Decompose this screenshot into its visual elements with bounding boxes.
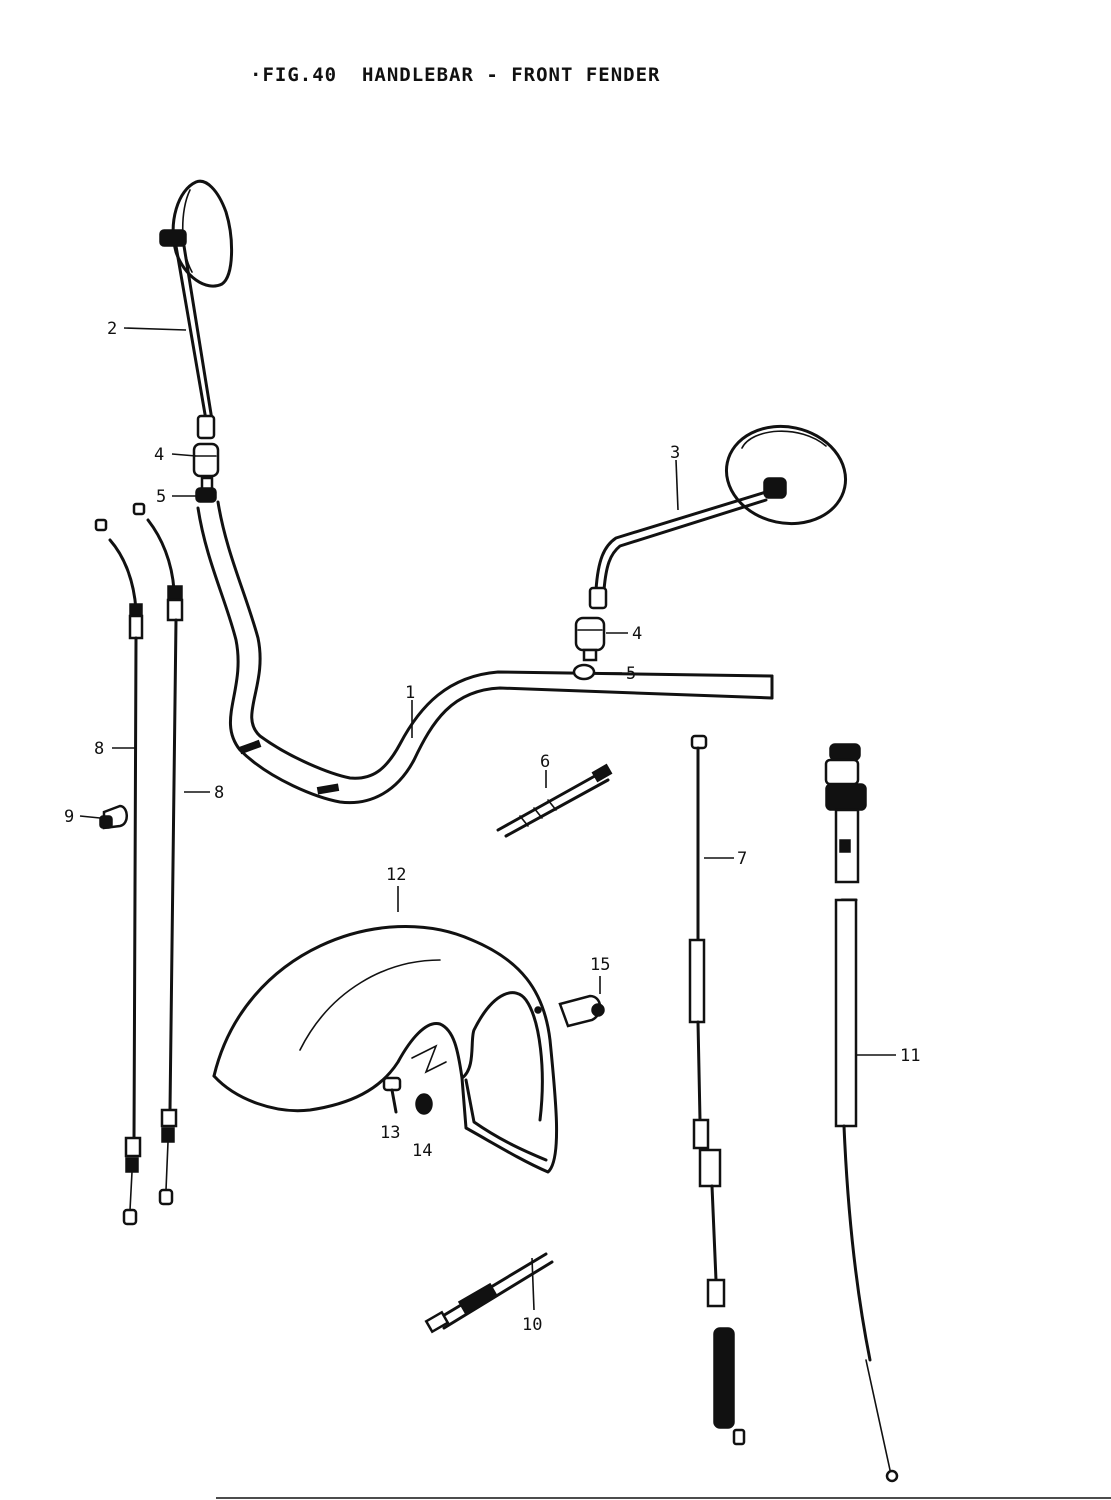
left-mirror-nut xyxy=(195,487,217,503)
callout-8-right: 8 xyxy=(214,783,224,803)
callout-13: 13 xyxy=(380,1123,400,1143)
callout-14: 14 xyxy=(412,1141,432,1161)
throttle-cable-left xyxy=(94,518,144,1226)
leader-lines xyxy=(79,327,896,1311)
callout-4-right: 4 xyxy=(632,624,642,644)
callout-8-left: 8 xyxy=(94,739,104,759)
callout-9: 9 xyxy=(64,807,74,827)
figure-title: ·FIG.40 HANDLEBAR - FRONT FENDER xyxy=(250,64,661,86)
fender-bracket xyxy=(534,994,605,1028)
callout-10: 10 xyxy=(522,1315,542,1335)
callout-11: 11 xyxy=(900,1046,920,1066)
left-mirror xyxy=(159,179,234,440)
fender-washer xyxy=(415,1093,433,1115)
fender-band xyxy=(424,1252,554,1334)
front-fender xyxy=(212,925,559,1174)
cable-clamp xyxy=(99,804,128,830)
wire-band xyxy=(496,763,613,838)
handlebar xyxy=(196,500,774,805)
clutch-cable xyxy=(688,734,746,1446)
fender-bolt xyxy=(382,1076,402,1114)
callout-15: 15 xyxy=(590,955,610,975)
right-mirror xyxy=(588,424,848,610)
callout-5-left: 5 xyxy=(156,487,166,507)
right-mirror-adapter xyxy=(574,616,606,662)
callout-6: 6 xyxy=(540,752,550,772)
throttle-cable-right xyxy=(132,502,184,1206)
callout-5-right: 5 xyxy=(626,664,636,684)
right-mirror-nut xyxy=(572,663,596,681)
callout-2: 2 xyxy=(107,319,117,339)
callout-numbers: 2 4 5 3 4 5 1 6 7 8 8 9 10 11 12 13 14 1… xyxy=(64,319,920,1335)
left-mirror-adapter xyxy=(192,442,220,492)
callout-3: 3 xyxy=(670,443,680,463)
speedometer-cable xyxy=(824,743,899,1483)
callout-4-left: 4 xyxy=(154,445,164,465)
callout-7: 7 xyxy=(737,849,747,869)
callout-1: 1 xyxy=(405,683,415,703)
callout-12: 12 xyxy=(386,865,406,885)
